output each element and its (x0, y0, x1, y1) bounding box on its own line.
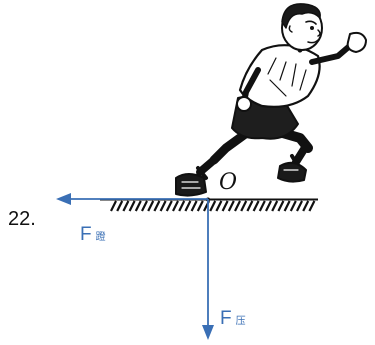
force-kick-arrow (56, 193, 208, 205)
force-kick-arrowhead (56, 193, 71, 205)
boy-front-arm (309, 41, 355, 65)
ground-hatch-mark (277, 200, 285, 212)
ground-hatch-mark (252, 200, 260, 212)
ground-hatch-mark (289, 200, 297, 212)
ground-hatch-mark (265, 200, 272, 212)
ground-hatch-mark (302, 200, 310, 212)
force-kick-subscript: 蹬 (95, 232, 106, 243)
ground-hatch-mark (196, 200, 204, 212)
ground-hatch-mark (308, 200, 316, 212)
ground-hatch-mark (227, 200, 235, 212)
boy-shirt (238, 44, 321, 108)
point-o-label: O (219, 170, 238, 195)
ground-hatch-mark (116, 200, 124, 212)
force-press-subscript: 压 (235, 316, 246, 327)
ground-hatch-mark (134, 200, 142, 212)
ground-hatch-mark (122, 200, 130, 212)
boy-front-shoe (277, 161, 307, 183)
boy-back-thigh (209, 127, 253, 165)
boy-back-shin (196, 156, 218, 176)
ground-hatch-mark (240, 200, 248, 212)
boy-back-shoe (175, 173, 207, 197)
problem-number: 22. (8, 208, 36, 230)
boy-back-sock (196, 166, 208, 180)
force-kick-symbol: F (80, 224, 92, 245)
ground-hatch-mark (221, 200, 229, 212)
ground-hatch-mark (110, 200, 117, 212)
ground-hatch-mark (159, 200, 167, 212)
force-press-arrowhead (202, 325, 214, 340)
boy-front-fist (346, 31, 367, 53)
ground-hatch-mark (172, 200, 179, 212)
ground-hatch-mark (209, 200, 217, 212)
ground-hatch-mark (165, 200, 173, 212)
ground-hatching (110, 200, 316, 212)
boy-front-shin (292, 142, 310, 166)
ground-hatch-mark (246, 200, 254, 212)
ground-hatch-mark (271, 200, 279, 212)
ground-hatch-mark (184, 200, 192, 212)
force-press-arrow (202, 199, 214, 340)
ground-hatch-mark (190, 200, 198, 212)
ground-hatch-mark (283, 200, 291, 212)
ground-hatch-mark (178, 200, 186, 212)
boy-hair (281, 3, 321, 29)
ground-hatch-mark (258, 200, 266, 212)
ground-hatch-mark (153, 200, 161, 212)
boy-back-fist (236, 96, 252, 112)
force-press-symbol: F (220, 308, 232, 329)
ground-hatch-mark (128, 200, 136, 212)
ground-hatch-mark (215, 200, 223, 212)
ground-hatch-mark (234, 200, 241, 212)
ground-hatch-mark (147, 200, 155, 212)
ground-hatch-mark (141, 200, 148, 212)
running-boy-illustration (175, 3, 367, 197)
ground-hatch-mark (296, 200, 303, 212)
